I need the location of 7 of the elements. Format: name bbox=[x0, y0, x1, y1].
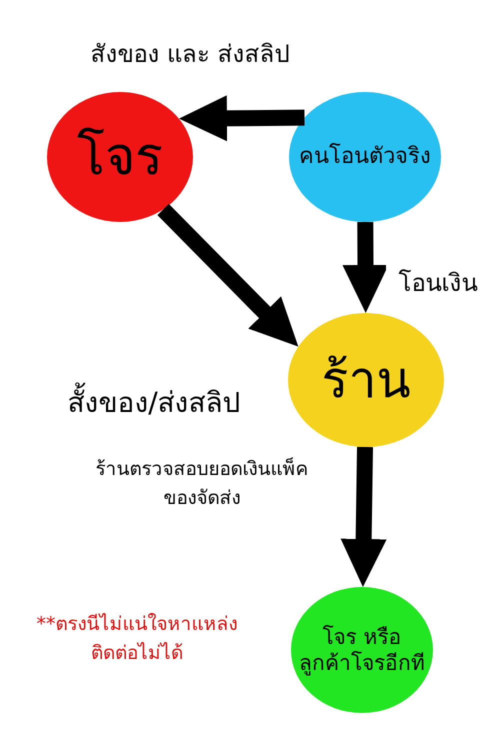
node-label: โจร bbox=[77, 126, 163, 188]
arrow bbox=[178, 95, 305, 142]
node-label: คนโอนตัวจริง bbox=[299, 143, 431, 171]
node-label: โจร หรือลูกค้าโจรอีกที bbox=[298, 624, 426, 676]
node-label: ร้าน bbox=[322, 350, 410, 411]
arrow bbox=[342, 222, 388, 314]
arrow bbox=[340, 446, 387, 588]
